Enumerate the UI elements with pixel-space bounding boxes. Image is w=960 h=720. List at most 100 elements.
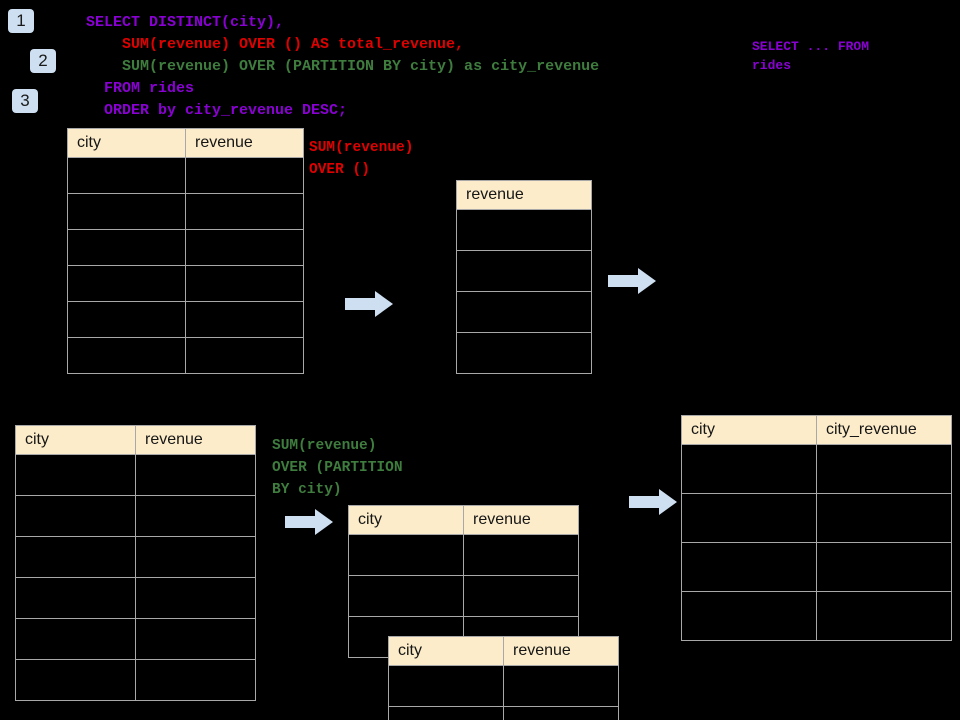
table-cell (348, 534, 464, 576)
table-cell (463, 534, 579, 576)
right-arrow-icon (285, 509, 333, 535)
table-cell (67, 265, 186, 302)
table-cell (456, 291, 592, 333)
column-header: city (348, 505, 464, 535)
side-note-rides: rides (752, 58, 792, 73)
column-header: city_revenue (816, 415, 952, 445)
table-row (15, 577, 256, 619)
table-cell (185, 193, 304, 230)
table-cell (816, 542, 952, 592)
table-cell (185, 265, 304, 302)
table-cell (135, 577, 256, 619)
table-row (15, 495, 256, 537)
table-cell (15, 454, 136, 496)
table-row (681, 542, 952, 592)
step-badge-3: 3 (12, 89, 38, 113)
annotation-partition-window-line2: OVER (PARTITION (272, 460, 403, 476)
annotation-partition-window-line3: BY city) (272, 482, 342, 498)
table-cell (348, 575, 464, 617)
annotation-partition-window-line1: SUM(revenue) (272, 438, 377, 454)
step-badge-2: 2 (30, 49, 56, 73)
table-row (456, 209, 592, 251)
table-row (15, 454, 256, 496)
table-cell (135, 618, 256, 660)
table-cell (503, 706, 619, 720)
table-cell (67, 229, 186, 266)
table-cell (681, 493, 817, 543)
sql-line-city-revenue: SUM(revenue) OVER (PARTITION BY city) as… (86, 58, 600, 75)
table-row (67, 229, 304, 266)
right-arrow-icon (608, 268, 656, 294)
column-header: city (67, 128, 186, 158)
table-cell (681, 542, 817, 592)
table-cell (456, 332, 592, 374)
table-cell (388, 665, 504, 707)
table-cell (135, 659, 256, 701)
column-header: city (681, 415, 817, 445)
table-cell (185, 337, 304, 374)
arrow-partition-to-result (629, 489, 677, 515)
table-row (456, 332, 592, 374)
total-revenue-table: revenue (456, 180, 592, 374)
table-cell (15, 659, 136, 701)
right-arrow-icon (345, 291, 393, 317)
table-cell (135, 536, 256, 578)
table-cell (816, 444, 952, 494)
table-cell (681, 444, 817, 494)
table-cell (388, 706, 504, 720)
table-cell (456, 250, 592, 292)
annotation-total-window-line1: SUM(revenue) (309, 140, 414, 156)
table-row (67, 301, 304, 338)
table-cell (67, 337, 186, 374)
table-row (388, 706, 619, 720)
sql-line-order-by: ORDER by city_revenue DESC; (86, 102, 348, 119)
table-cell (185, 157, 304, 194)
table-cell (816, 493, 952, 543)
column-header: city (388, 636, 504, 666)
table-row (681, 591, 952, 641)
table-cell (67, 193, 186, 230)
column-header: city (15, 425, 136, 455)
arrow-total-to-result (608, 268, 656, 294)
table-cell (15, 495, 136, 537)
sql-line-from: FROM rides (86, 80, 195, 97)
table-row (67, 193, 304, 230)
table-row (15, 618, 256, 660)
table-cell (681, 591, 817, 641)
table-cell (185, 229, 304, 266)
column-header: revenue (185, 128, 304, 158)
table-cell (185, 301, 304, 338)
table-cell (15, 618, 136, 660)
table-cell (15, 536, 136, 578)
table-row (15, 659, 256, 701)
arrow-source-to-total (345, 291, 393, 317)
table-row (67, 157, 304, 194)
table-row (681, 444, 952, 494)
table-row (388, 665, 619, 707)
table-row (67, 337, 304, 374)
table-cell (503, 665, 619, 707)
column-header: revenue (503, 636, 619, 666)
column-header: revenue (456, 180, 592, 210)
side-note-select-from: SELECT ... FROM (752, 39, 870, 54)
column-header: revenue (463, 505, 579, 535)
table-row (681, 493, 952, 543)
table-row (456, 250, 592, 292)
right-arrow-icon (629, 489, 677, 515)
table-cell (816, 591, 952, 641)
table-cell (67, 301, 186, 338)
table-row (15, 536, 256, 578)
arrow-source-to-partition (285, 509, 333, 535)
table-row (348, 534, 579, 576)
table-row (456, 291, 592, 333)
